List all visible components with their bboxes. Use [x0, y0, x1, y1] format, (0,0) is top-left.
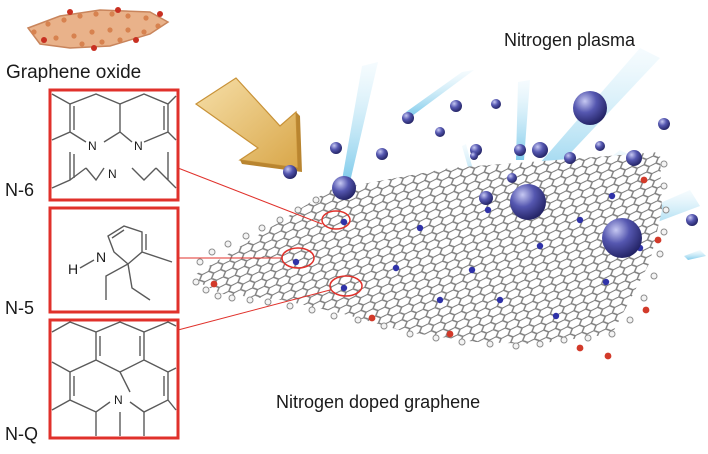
- panel-n5-atom-n: N: [96, 249, 106, 265]
- panel-n5: H N: [48, 206, 180, 314]
- panel-nq-atom-n: N: [114, 393, 123, 407]
- panel-nq: N: [48, 318, 180, 440]
- panel-n6-atom-n2: N: [134, 139, 143, 153]
- panel-n6-atom-n1: N: [88, 139, 97, 153]
- panel-n6: N N N: [48, 88, 180, 202]
- nq-label: N-Q: [5, 424, 38, 444]
- down-right-arrow-icon: [194, 77, 302, 172]
- n5-label: N-5: [5, 298, 35, 318]
- panel-connectors: [177, 167, 331, 331]
- nitrogen-plasma-label: Nitrogen plasma: [504, 30, 636, 50]
- nitrogen-doped-graphene-label: Nitrogen doped graphene: [276, 392, 481, 412]
- nitrogen-plasma-spheres: [283, 91, 698, 258]
- graphene-oxide-label: Graphene oxide: [6, 62, 142, 83]
- n6-label: N-6: [5, 180, 35, 200]
- panel-n5-atom-h: H: [68, 261, 78, 277]
- panel-n6-atom-n3: N: [108, 167, 117, 181]
- graphene-oxide-molecule: [26, 7, 170, 51]
